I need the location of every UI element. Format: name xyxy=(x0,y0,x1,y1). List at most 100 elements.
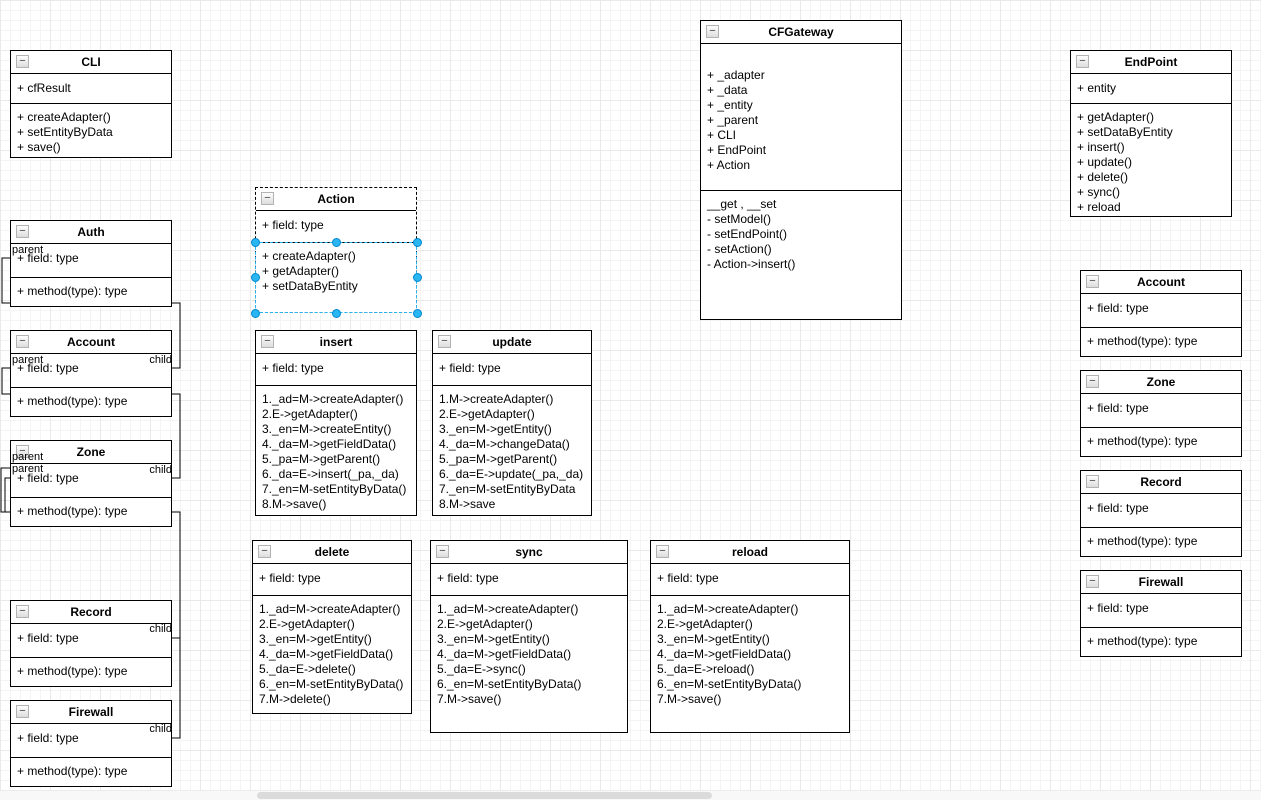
method-line: + getAdapter() xyxy=(1077,110,1155,124)
method-line: 7.M->save() xyxy=(657,692,722,706)
collapse-icon[interactable]: − xyxy=(656,545,669,558)
method-line: 2.E->getAdapter() xyxy=(259,617,355,631)
methods-compartment: 1.M->createAdapter()2.E->getAdapter()3._… xyxy=(433,386,591,515)
class-title-text: Zone xyxy=(1146,375,1176,389)
method-line: __get , __set xyxy=(707,197,777,211)
class-title-text: update xyxy=(492,335,532,349)
class-reload[interactable]: − reload + field: type 1._ad=M->createAdapt… xyxy=(650,540,850,733)
field-line: + _adapter xyxy=(707,68,765,82)
edge-label-parent: parent xyxy=(12,354,44,366)
selection-handle-nw[interactable] xyxy=(250,237,260,247)
collapse-icon[interactable]: − xyxy=(1086,275,1099,288)
method-line: + createAdapter() xyxy=(262,249,356,263)
class-action[interactable]: −Action+ field: type+ createAdapter()+ g… xyxy=(255,187,417,313)
horizontal-scrollbar-thumb[interactable] xyxy=(257,792,712,799)
method-line: + update() xyxy=(1077,155,1133,169)
method-line: 1._ad=M->createAdapter() xyxy=(437,602,579,616)
collapse-icon[interactable]: − xyxy=(16,335,29,348)
class-title: − Firewall xyxy=(1081,571,1241,594)
edge-label-parent: parent xyxy=(12,244,44,256)
methods-compartment: + getAdapter()+ setDataByEntity+ insert(… xyxy=(1071,104,1231,216)
class-account-right[interactable]: −Account+ field: type+ method(type): typ… xyxy=(1080,270,1242,357)
method-line: 3._en=M->createEntity() xyxy=(262,422,392,436)
collapse-icon[interactable]: − xyxy=(16,705,29,718)
selection-handle-e[interactable] xyxy=(412,273,422,282)
fields-compartment: + field: type xyxy=(1081,494,1241,528)
class-firewall-right[interactable]: −Firewall+ field: type+ method(type): ty… xyxy=(1080,570,1242,657)
method-line: 6._en=M-setEntityByData() xyxy=(259,677,404,691)
methods-compartment: + createAdapter()+ getAdapter()+ setData… xyxy=(256,243,416,312)
collapse-icon[interactable]: − xyxy=(1076,55,1089,68)
method-line: 2.E->getAdapter() xyxy=(262,407,358,421)
method-line: 4._da=M->getFieldData() xyxy=(262,437,397,451)
class-zone-left[interactable]: −Zone+ field: type+ method(type): type xyxy=(10,440,172,527)
class-title: −sync xyxy=(431,541,627,564)
method-line: 1.M->createAdapter() xyxy=(439,392,554,406)
collapse-icon[interactable]: − xyxy=(706,25,719,38)
method-line: 5._da=E->sync() xyxy=(437,662,526,676)
selection-handle-sw[interactable] xyxy=(250,308,260,318)
horizontal-scrollbar-track[interactable] xyxy=(0,790,1261,800)
selection-handle-n[interactable] xyxy=(331,237,341,247)
collapse-icon[interactable]: − xyxy=(258,545,271,558)
field-line: + CLI xyxy=(707,128,737,142)
class-record-left[interactable]: −Record+ field: type+ method(type): type xyxy=(10,600,172,687)
collapse-icon[interactable]: − xyxy=(438,335,451,348)
class-account-left[interactable]: −Account+ field: type+ method(type): typ… xyxy=(10,330,172,417)
class-title-text: Record xyxy=(1140,475,1182,489)
field-line: + Action xyxy=(707,158,751,172)
class-title: − Record xyxy=(1081,471,1241,494)
field-line: + field: type xyxy=(657,571,719,585)
collapse-icon[interactable]: − xyxy=(16,55,29,68)
class-cli[interactable]: −CLI+ cfResult+ createAdapter()+ setEnti… xyxy=(10,50,172,158)
field-line: + field: type xyxy=(17,631,79,645)
method-line: 1._ad=M->createAdapter() xyxy=(262,392,404,406)
method-line: 5._da=E->delete() xyxy=(259,662,356,676)
class-title-text: Firewall xyxy=(1138,575,1184,589)
selection-handle-s[interactable] xyxy=(331,308,341,318)
collapse-icon[interactable]: − xyxy=(16,225,29,238)
selection-handle-w[interactable] xyxy=(250,273,260,282)
class-cfgateway[interactable]: −CFGateway+ _adapter+ _data+ _entity+ _p… xyxy=(700,20,902,320)
class-firewall-left[interactable]: −Firewall+ field: type+ method(type): ty… xyxy=(10,700,172,787)
collapse-icon[interactable]: − xyxy=(1086,375,1099,388)
selection-handle-ne[interactable] xyxy=(412,237,422,247)
method-line: 3._en=M->getEntity() xyxy=(437,632,550,646)
collapse-icon[interactable]: − xyxy=(16,605,29,618)
class-endpoint[interactable]: −EndPoint+ entity+ getAdapter()+ setData… xyxy=(1070,50,1232,217)
methods-compartment: 1._ad=M->createAdapter()2.E->getAdapter(… xyxy=(651,596,849,732)
method-line: 4._da=M->getFieldData() xyxy=(437,647,572,661)
method-line: 6._en=M-setEntityByData() xyxy=(657,677,802,691)
field-line: + EndPoint xyxy=(707,143,767,157)
methods-compartment: + method(type): type xyxy=(1081,428,1241,456)
collapse-icon[interactable]: − xyxy=(261,335,274,348)
method-line: 7.M->delete() xyxy=(259,692,331,706)
class-title-text: Zone xyxy=(76,445,106,459)
fields-compartment: + field: type xyxy=(253,564,411,596)
method-line: 2.E->getAdapter() xyxy=(657,617,753,631)
collapse-icon[interactable]: − xyxy=(1086,575,1099,588)
collapse-icon[interactable]: − xyxy=(16,445,29,458)
class-title: −CFGateway xyxy=(701,21,901,44)
class-title-text: Firewall xyxy=(68,705,114,719)
class-title-text: reload xyxy=(731,545,768,559)
methods-compartment: 1._ad=M->createAdapter()2.E->getAdapter(… xyxy=(256,386,416,515)
collapse-icon[interactable]: − xyxy=(1086,475,1099,488)
selection-handle-se[interactable] xyxy=(412,308,422,318)
field-line: + field: type xyxy=(1087,601,1149,615)
collapse-icon[interactable]: − xyxy=(436,545,449,558)
fields-compartment: + field: type xyxy=(11,354,171,388)
class-record-right[interactable]: −Record+ field: type+ method(type): type xyxy=(1080,470,1242,557)
class-auth[interactable]: −Auth+ field: type+ method(type): type xyxy=(10,220,172,307)
class-zone-right[interactable]: −Zone+ field: type+ method(type): type xyxy=(1080,370,1242,457)
class-title: −EndPoint xyxy=(1071,51,1231,74)
class-title-text: Account xyxy=(1137,275,1185,289)
collapse-icon[interactable]: − xyxy=(261,192,274,205)
field-line: + _entity xyxy=(707,98,753,112)
class-title: − Zone xyxy=(1081,371,1241,394)
